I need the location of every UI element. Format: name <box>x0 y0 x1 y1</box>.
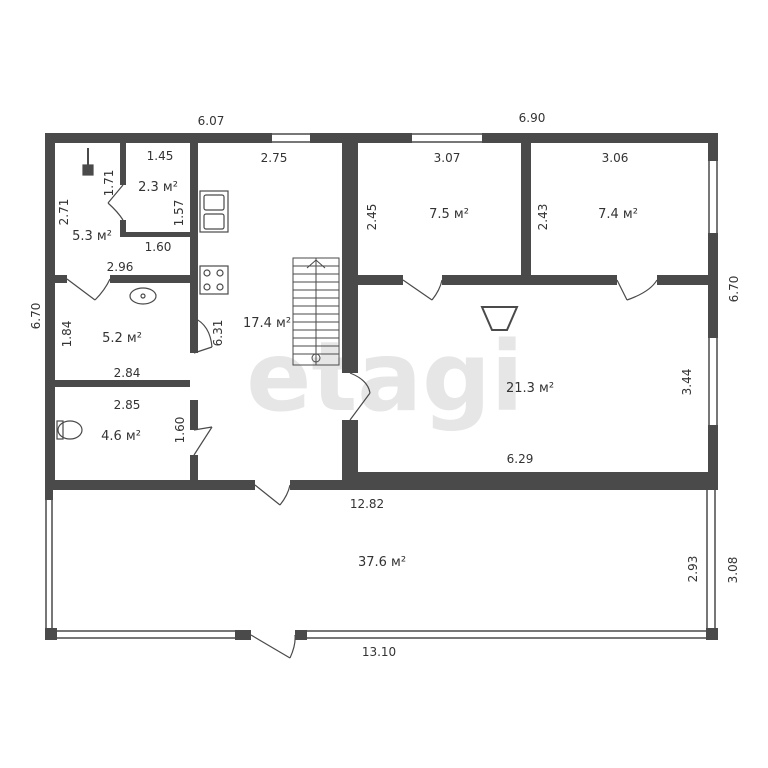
wall-bedrooms-divider <box>521 143 531 278</box>
dim-boiler-height: 2.71 <box>57 199 71 226</box>
wall-right-top <box>708 133 718 161</box>
wall-left-column <box>190 143 198 353</box>
dim-hall-side: 6.31 <box>211 320 225 347</box>
dim-terrace-inner: 2.93 <box>686 556 700 583</box>
wall-left-column-bottom <box>190 455 198 483</box>
dim-bath-height: 1.84 <box>60 321 74 348</box>
door-bedroom1 <box>402 279 443 301</box>
window-hall <box>272 133 310 143</box>
door-living <box>349 372 371 421</box>
walls <box>45 133 718 640</box>
terrace-rail-left <box>45 500 53 628</box>
window-living <box>708 338 718 425</box>
door-bedroom2 <box>616 279 658 301</box>
dim-living-bottom: 6.29 <box>507 452 534 466</box>
fireplace-icon <box>480 306 519 331</box>
terrace-post-br <box>706 628 718 640</box>
fixtures <box>56 148 519 440</box>
door-terrace <box>250 634 296 659</box>
dim-bath-bottom: 2.84 <box>114 366 141 380</box>
window-bedroom2 <box>708 161 718 233</box>
window-bedroom1 <box>412 133 482 143</box>
wall-closet-left-low <box>120 220 126 236</box>
dim-terrace-outer: 3.08 <box>726 557 740 584</box>
terrace-rail-right <box>706 490 716 628</box>
wall-right-mid <box>708 233 718 338</box>
wall-bath-bottom <box>55 380 190 387</box>
dim-right-outer: 6.70 <box>727 276 741 303</box>
door-hall <box>254 484 291 506</box>
windows <box>45 133 718 639</box>
doors <box>66 184 658 659</box>
door-bath <box>193 317 213 354</box>
toilet-icon <box>56 420 83 440</box>
door-wc <box>193 426 213 456</box>
dim-top-right: 6.90 <box>519 111 546 125</box>
watermark: etagi <box>246 321 523 433</box>
stair-treads <box>293 265 339 355</box>
wall-left <box>45 133 55 490</box>
dim-closet-height: 1.57 <box>172 200 186 227</box>
wall-hall-right-low <box>342 420 358 480</box>
wall-bedrooms-bottom-c <box>657 275 708 285</box>
room-area-closet: 2.3 м² <box>138 180 178 195</box>
wall-top-left <box>45 133 272 143</box>
dim-bedroom2-height: 2.43 <box>536 204 550 231</box>
room-area-bedroom1: 7.5 м² <box>429 207 469 222</box>
room-area-living: 21.3 м² <box>506 381 554 396</box>
wall-top-mid <box>310 133 412 143</box>
room-area-bath: 5.2 м² <box>102 331 142 346</box>
dim-left-outer: 6.70 <box>29 303 43 330</box>
dim-wc-height: 1.60 <box>173 417 187 444</box>
dim-terrace-bottom: 13.10 <box>362 645 396 659</box>
wall-right-low <box>708 425 718 490</box>
dim-closet-bottom: 1.60 <box>145 240 172 254</box>
washbasin-icon <box>129 287 157 305</box>
dim-bedroom2-top: 3.06 <box>602 151 629 165</box>
dim-hall-top: 2.75 <box>261 151 288 165</box>
terrace-rail-bottom-b <box>307 630 706 639</box>
dim-bedroom1-height: 2.45 <box>365 204 379 231</box>
dim-living-height: 3.44 <box>680 369 694 396</box>
dim-boiler-pipe: 1.71 <box>102 170 116 197</box>
staircase <box>292 257 340 366</box>
boiler-icon <box>82 164 94 176</box>
wall-top-right <box>482 133 718 143</box>
wall-hall-right <box>342 143 358 373</box>
terrace-post-mid-a <box>235 630 251 640</box>
room-area-hall: 17.4 м² <box>243 316 291 331</box>
wall-boiler-bottom-a <box>55 275 67 283</box>
terrace-rail-bottom-a <box>57 630 235 639</box>
terrace-post-mid-b <box>295 630 307 640</box>
wall-bedrooms-bottom-a <box>358 275 403 285</box>
room-area-bedroom2: 7.4 м² <box>598 207 638 222</box>
wall-closet-left <box>120 143 126 185</box>
room-area-terrace: 37.6 м² <box>358 555 406 570</box>
wall-bedrooms-bottom-b <box>442 275 617 285</box>
room-area-wc: 4.6 м² <box>101 429 141 444</box>
terrace-post-tl <box>45 490 53 500</box>
dim-bedroom1-top: 3.07 <box>434 151 461 165</box>
dim-closet-width: 1.45 <box>147 149 174 163</box>
wall-left-column-low <box>190 400 198 430</box>
wall-boiler-bottom-b <box>110 275 190 283</box>
sink-icon <box>199 190 229 233</box>
wall-house-bottom-left <box>45 480 255 490</box>
terrace-post-bl <box>45 628 57 640</box>
door-closet <box>107 184 124 221</box>
dim-boiler-bottom: 2.96 <box>107 260 134 274</box>
wall-living-bottom <box>342 472 718 490</box>
dim-wc-top: 2.85 <box>114 398 141 412</box>
stove-icon <box>199 265 229 295</box>
area-labels: 5.3 м² 2.3 м² 5.2 м² 4.6 м² 17.4 м² 7.5 … <box>72 180 638 570</box>
dimension-labels: 6.07 6.90 6.70 6.70 2.71 1.71 1.45 1.57 … <box>29 111 741 659</box>
dim-house-bottom: 12.82 <box>350 497 384 511</box>
wall-closet-bottom <box>120 232 190 237</box>
room-area-boiler: 5.3 м² <box>72 229 112 244</box>
door-boiler <box>66 278 111 301</box>
dim-top-left: 6.07 <box>198 114 225 128</box>
